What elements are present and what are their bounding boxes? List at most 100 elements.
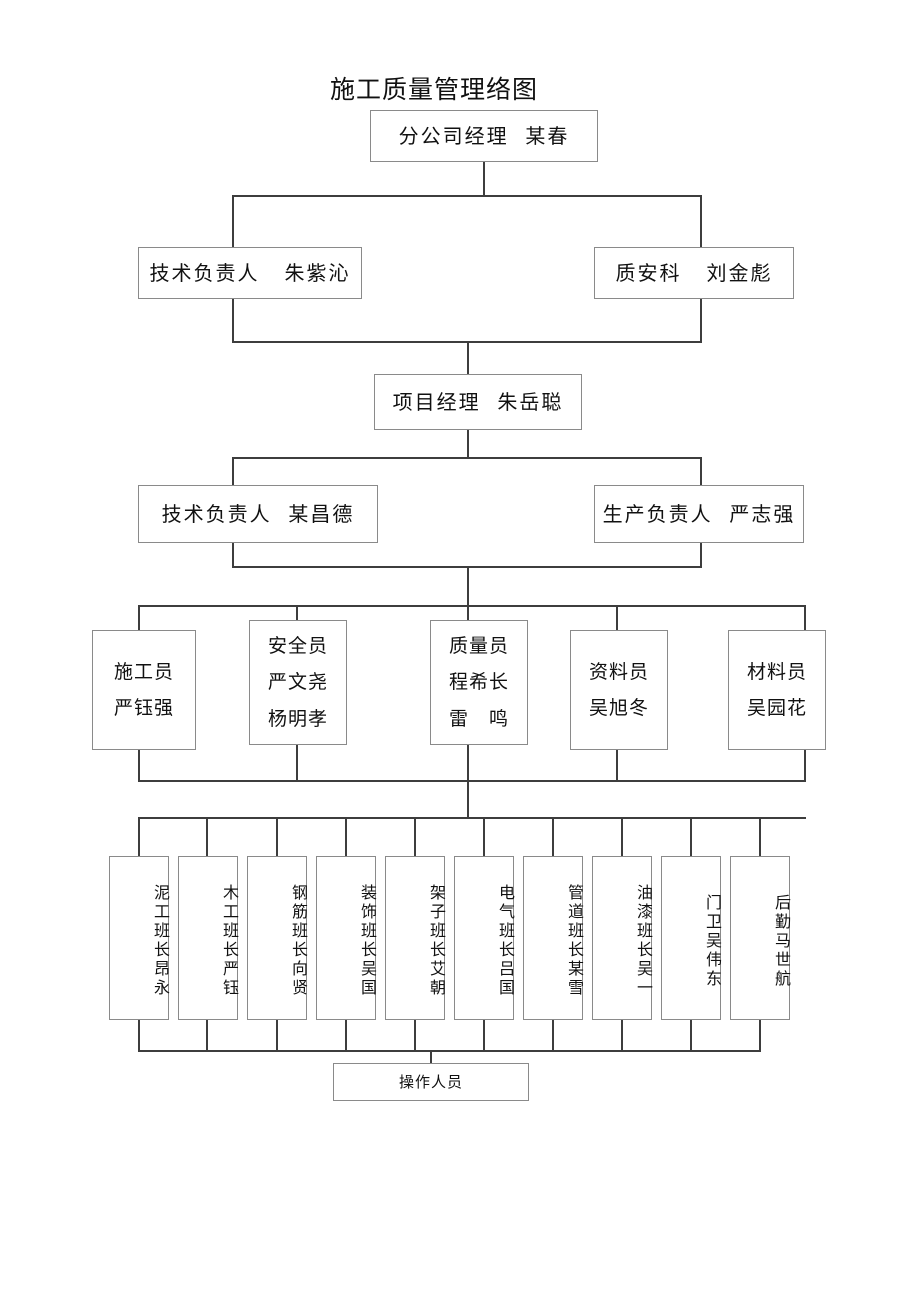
connector-l5-stem [467,566,469,606]
connector-l2-left-drop [232,195,234,247]
connector-l2-bus [232,195,702,197]
connector-l4-left-down [232,543,234,567]
node-documentation-officer[interactable]: 资料员 吴旭冬 [570,630,668,750]
node-documentation-officer-line-2: 吴旭冬 [588,697,649,719]
node-quality-safety-dept[interactable]: 质安科 刘金彪 [594,247,794,299]
connector-l3-down-2 [467,430,469,458]
node-safety-officer-line-3: 杨明孝 [267,707,328,730]
node-mason-team-leader[interactable]: 泥工班长昂永 [109,856,170,1020]
connector-l5-drop-1 [138,605,140,631]
connector-l6-stem [467,780,469,818]
node-production-director[interactable]: 生产负责人 严志强 [594,485,804,543]
node-rebar-team-leader[interactable]: 钢筋班长向贤 [247,856,308,1020]
connector-l2-left-down [232,299,234,343]
connector-l7-up-5 [414,1020,416,1051]
connector-l6-drop-10 [759,817,761,857]
node-gatekeeper[interactable]: 门卫吴伟东 [661,856,722,1020]
connector-l6-drop-6 [483,817,485,857]
node-logistics-label: 后勤马世航 [772,893,791,989]
connector-l6-bus [138,817,806,819]
connector-l5-up-5 [804,750,806,781]
node-operators[interactable]: 操作人员 [333,1063,529,1101]
node-material-officer-line-1: 材料员 [746,660,807,683]
page-title: 施工质量管理络图 [330,75,539,104]
node-construction-officer[interactable]: 施工员 严钰强 [92,630,196,750]
node-painting-team-leader-label: 油漆班长吴一 [634,884,653,998]
connector-l2-right-drop [700,195,702,247]
connector-l6-drop-4 [345,817,347,857]
connector-l5-drop-2 [296,605,298,631]
node-technical-director-branch-label: 技术负责人 朱紫沁 [149,261,351,285]
node-quality-officer-line-2: 程希长 [448,671,509,694]
connector-l5-up-1 [138,750,140,781]
node-technical-director-project-label: 技术负责人 某昌德 [161,502,355,526]
node-gatekeeper-label: 门卫吴伟东 [703,893,722,989]
node-documentation-officer-line-1: 资料员 [588,660,649,683]
node-construction-officer-line-1: 施工员 [113,660,174,683]
node-branch-manager[interactable]: 分公司经理 某春 [370,110,598,162]
connector-l6-drop-2 [206,817,208,857]
connector-l5-join-bus [138,780,806,782]
connector-l7-up-9 [690,1020,692,1051]
node-painting-team-leader[interactable]: 油漆班长吴一 [592,856,653,1020]
connector-l5-up-4 [616,750,618,781]
connector-l4-right-drop [700,457,702,486]
node-quality-officer[interactable]: 质量员 程希长 雷 鸣 [430,620,528,745]
node-quality-officer-line-3: 雷 鸣 [448,707,509,730]
connector-l5-drop-3 [467,605,469,631]
connector-l7-up-4 [345,1020,347,1051]
node-safety-officer-line-1: 安全员 [267,635,328,658]
connector-l3-down [467,341,469,374]
connector-l5-bus [138,605,806,607]
node-mason-team-leader-label: 泥工班长昂永 [151,884,170,998]
node-material-officer-line-2: 吴园花 [746,697,807,719]
connector-l5-up-2 [296,745,298,781]
connector-l5-up-3 [467,745,469,781]
connector-l5-drop-4 [616,605,618,631]
node-operators-label: 操作人员 [398,1072,463,1091]
node-safety-officer-line-2: 严文尧 [267,671,328,694]
connector-l7-up-10 [759,1020,761,1051]
connector-l4-right-down [700,543,702,567]
connector-l7-up-3 [276,1020,278,1051]
connector-l7-up-6 [483,1020,485,1051]
node-logistics[interactable]: 后勤马世航 [730,856,791,1020]
connector-l6-drop-8 [621,817,623,857]
connector-l5-drop-5 [804,605,806,631]
node-plumbing-team-leader[interactable]: 管道班长某雪 [523,856,584,1020]
node-scaffold-team-leader-label: 架子班长艾朝 [427,884,446,998]
node-decoration-team-leader[interactable]: 装饰班长吴国 [316,856,377,1020]
node-plumbing-team-leader-label: 管道班长某雪 [565,884,584,998]
node-construction-officer-line-2: 严钰强 [113,697,174,719]
connector-l6-drop-5 [414,817,416,857]
node-quality-officer-line-1: 质量员 [448,635,509,658]
node-carpenter-team-leader[interactable]: 木工班长严钰 [178,856,239,1020]
connector-l2-right-down [700,299,702,343]
connector-l1-down [483,162,485,196]
connector-l6-drop-9 [690,817,692,857]
connector-l7-up-8 [621,1020,623,1051]
connector-l7-bus [138,1050,761,1052]
node-carpenter-team-leader-label: 木工班长严钰 [220,884,239,998]
node-rebar-team-leader-label: 钢筋班长向贤 [289,884,308,998]
node-electrical-team-leader[interactable]: 电气班长吕国 [454,856,515,1020]
connector-l7-up-1 [138,1020,140,1051]
connector-l6-drop-3 [276,817,278,857]
connector-l6-drop-7 [552,817,554,857]
node-project-manager[interactable]: 项目经理 朱岳聪 [374,374,582,430]
node-safety-officer[interactable]: 安全员 严文尧 杨明孝 [249,620,347,745]
node-project-manager-label: 项目经理 朱岳聪 [392,390,564,414]
connector-l6-drop-1 [138,817,140,857]
connector-l7-up-7 [552,1020,554,1051]
connector-l4-left-drop [232,457,234,486]
node-scaffold-team-leader[interactable]: 架子班长艾朝 [385,856,446,1020]
node-decoration-team-leader-label: 装饰班长吴国 [358,884,377,998]
connector-l4-bus [232,457,702,459]
node-production-director-label: 生产负责人 严志强 [602,502,796,526]
node-technical-director-branch[interactable]: 技术负责人 朱紫沁 [138,247,362,299]
node-material-officer[interactable]: 材料员 吴园花 [728,630,826,750]
node-technical-director-project[interactable]: 技术负责人 某昌德 [138,485,378,543]
connector-l7-up-2 [206,1020,208,1051]
node-quality-safety-dept-label: 质安科 刘金彪 [615,261,773,285]
